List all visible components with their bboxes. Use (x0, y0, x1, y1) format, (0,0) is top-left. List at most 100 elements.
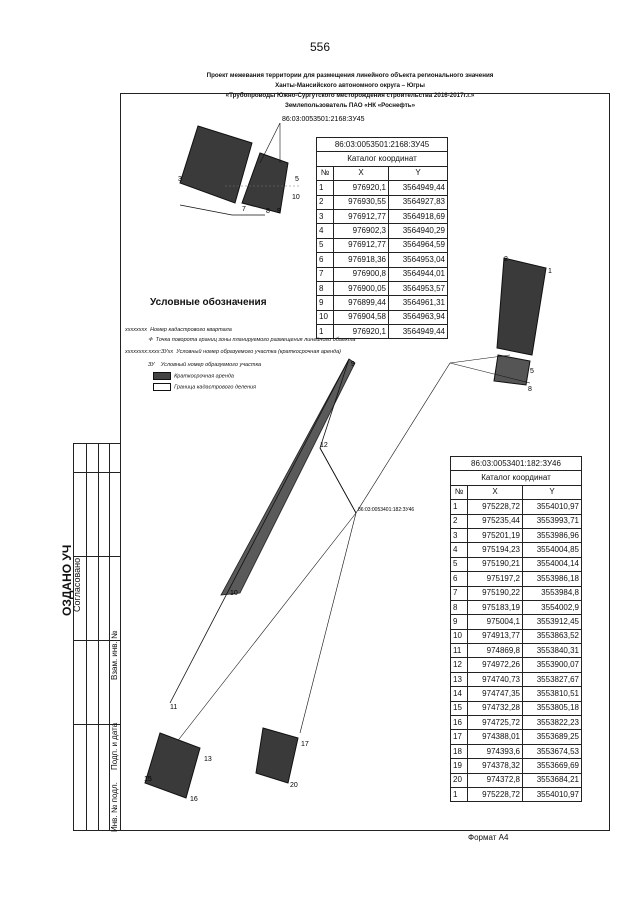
table2-y-coord: 3554002,9 (522, 599, 582, 616)
table1-point-number: 4 (316, 223, 334, 239)
table1-point-number: 9 (316, 295, 334, 311)
title-stamp: Взам. инв. № Подп. и дата Инв. № подл. (73, 443, 120, 832)
table1-header-num: № (316, 165, 334, 182)
legend-text-4: Условный номер образуемого участка (160, 362, 262, 368)
point-label-17e: 17 (301, 741, 309, 748)
table1-y-coord: 3564963,94 (388, 309, 448, 326)
land-plot-map: 86:03:0053501:2168:ЗУ45 5 10 9 8 7 3 1 5… (144, 116, 552, 803)
table2-point-number: 19 (450, 758, 468, 774)
table1-y-coord: 3564949,44 (388, 180, 448, 196)
table2-point-number: 14 (450, 686, 468, 702)
table2-x-coord: 975190,22 (467, 585, 523, 601)
legend-symbol-1: хххххххх (125, 327, 147, 333)
stamp-label-inv: Инв. № подл. (110, 782, 119, 832)
table1-title: 86:03:0053501:2168:ЗУ45 (316, 136, 448, 153)
legend-text-5: Краткосрочная аренда (174, 373, 234, 380)
legend-item-6: Граница кадастрового деления (153, 383, 256, 391)
table1-x-coord: 976899,44 (333, 295, 389, 311)
table2-point-number: 7 (450, 585, 468, 601)
table1-y-coord: 3564953,04 (388, 252, 448, 268)
legend-text-6: Граница кадастрового деления (174, 384, 257, 391)
header-line-4: Землепользователь ПАО «НК «Роснефть» (284, 102, 416, 109)
legend-symbol-4: ЗУ (148, 362, 155, 368)
table2-point-number: 11 (450, 643, 468, 659)
table2-y-coord: 3554010,97 (522, 786, 582, 803)
point-label-10c: 10 (230, 590, 238, 597)
coord-table-zu45: 86:03:0053501:2168:ЗУ45 Каталог координа… (316, 136, 448, 340)
table1-y-coord: 3564944,01 (388, 266, 448, 282)
table1-x-coord: 976904,58 (333, 309, 389, 326)
table2-y-coord: 3553669,69 (522, 758, 582, 774)
pipeline-strip (169, 358, 451, 744)
table2-point-number: 9 (450, 614, 468, 630)
parcel-zu45 (179, 122, 300, 216)
table1-x-coord: 976912,77 (333, 208, 389, 225)
table2-y-coord: 3553840,31 (522, 643, 582, 659)
table2-point-number: 5 (450, 556, 468, 573)
table2-x-coord: 974388,01 (467, 729, 523, 745)
table1-x-coord: 976902,3 (333, 223, 389, 239)
table2-point-number: 15 (450, 700, 468, 717)
table2-point-number: 8 (450, 599, 468, 616)
legend-title: Условные обозначения (150, 297, 267, 308)
legend: Условные обозначения хххххххх Номер када… (125, 297, 355, 391)
table2-point-number: 20 (450, 772, 468, 788)
point-label-13d: 13 (204, 756, 212, 763)
parcel-bottom-left (144, 732, 201, 799)
table2-title: 86:03:0053401:182:ЗУ46 (450, 455, 582, 472)
parcel-bottom (255, 727, 299, 784)
table2-x-coord: 975228,72 (467, 499, 523, 515)
table2-y-coord: 3553684,21 (522, 772, 582, 788)
table1-point-number: 3 (316, 208, 334, 225)
table2-x-coord: 975183,19 (467, 599, 523, 616)
table2-x-coord: 975201,19 (467, 527, 523, 544)
legend-text-3: Условный номер образуемого участка (крат… (176, 349, 341, 355)
parcel-right-top (449, 257, 547, 386)
table1-x-coord: 976900,8 (333, 266, 389, 282)
legend-text-1: Номер кадастрового квартала (150, 327, 232, 333)
stamp-label-sign: Подп. и дата (110, 722, 119, 770)
table2-y-coord: 3554010,97 (522, 499, 582, 515)
table1-point-number: 2 (316, 194, 334, 210)
table2-point-number: 12 (450, 657, 468, 673)
legend-item-4: ЗУ Условный номер образуемого участка (148, 362, 261, 368)
table2-point-number: 3 (450, 527, 468, 544)
point-label-8b: 8 (528, 386, 532, 393)
table1-x-coord: 976918,36 (333, 252, 389, 268)
table2-x-coord: 975228,72 (467, 786, 523, 803)
table2-y-coord: 3553993,71 (522, 513, 582, 529)
format-label: Формат А4 (468, 833, 509, 842)
table2-x-coord: 974378,32 (467, 758, 523, 774)
coord-table-zu46: 86:03:0053401:182:ЗУ46 Каталог координат… (450, 455, 582, 803)
point-label-5b: 5 (530, 368, 534, 375)
table1-caption: Каталог координат (316, 151, 448, 167)
table1-point-number: 6 (316, 252, 334, 268)
table1-y-coord: 3564964,59 (388, 237, 448, 254)
legend-item-5: Краткосрочная аренда (153, 372, 234, 380)
table2-point-number: 10 (450, 628, 468, 645)
table1-y-coord: 3564961,31 (388, 295, 448, 311)
table2-point-number: 4 (450, 542, 468, 558)
table2-point-number: 1 (450, 786, 468, 803)
legend-symbol-3: хххххххх:хххх:ЗУхх (125, 349, 174, 355)
point-label-10a: 10 (292, 194, 300, 201)
legend-item-3: хххххххх:хххх:ЗУхх Условный номер образу… (125, 349, 341, 355)
point-label-9a: 9 (277, 208, 281, 215)
table2-point-number: 13 (450, 671, 468, 688)
table2-y-coord: 3553689,25 (522, 729, 582, 745)
